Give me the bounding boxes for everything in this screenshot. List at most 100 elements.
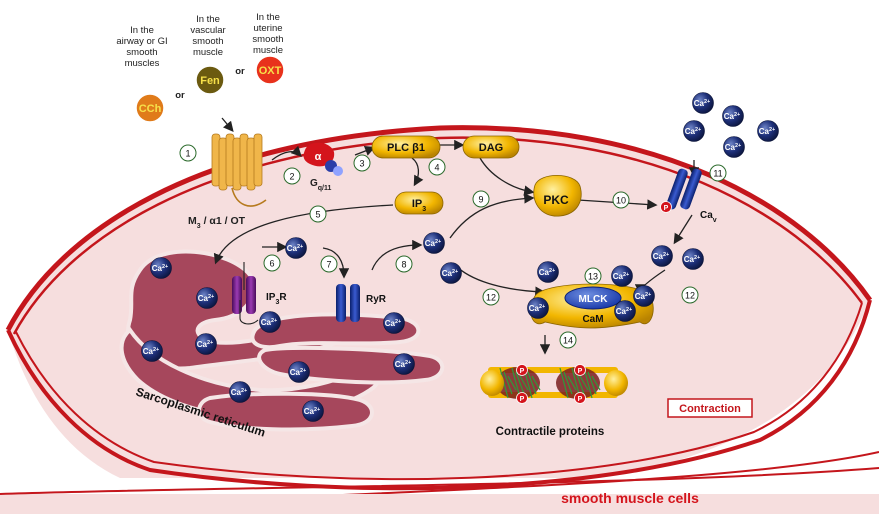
dag: DAG <box>462 135 520 159</box>
cell-membrane-outer <box>5 125 873 332</box>
calcium-label: Ca2+ <box>261 318 278 327</box>
calcium-ion: Ca2+ <box>611 265 633 287</box>
ip3r-label: IP3R <box>266 292 287 306</box>
step-marker: 12 <box>681 286 699 304</box>
step-number: 6 <box>269 259 274 269</box>
phospho-mark: P <box>574 364 586 376</box>
pathway-arrows <box>213 117 700 355</box>
step-number: 1 <box>185 149 190 159</box>
or-label: or <box>235 66 245 77</box>
step-number: 13 <box>588 272 598 282</box>
step-marker: 14 <box>559 331 577 349</box>
calcium-ion: Ca2+ <box>722 105 744 127</box>
step-marker: 2 <box>283 167 301 185</box>
calcium-ion: Ca2+ <box>537 261 559 283</box>
calcium-ion: Ca2+ <box>285 237 307 259</box>
cell-membrane-lower <box>6 299 872 491</box>
plc-beta1-label: PLC β1 <box>387 142 425 154</box>
gpcr-receptor <box>211 133 267 207</box>
calcium-label: Ca2+ <box>425 239 442 248</box>
ip3r-channel <box>232 262 259 325</box>
pkc: PKC <box>533 174 582 217</box>
calcium-ion: Ca2+ <box>288 361 310 383</box>
step-marker: 9 <box>472 190 490 208</box>
calcium-label: Ca2+ <box>197 340 214 349</box>
calcium-label: Ca2+ <box>143 347 160 356</box>
calcium-ion: Ca2+ <box>614 300 636 322</box>
cav-label: Cav <box>700 210 717 224</box>
step-marker: 10 <box>612 191 630 209</box>
calcium-label: Ca2+ <box>287 244 304 253</box>
calcium-ion: Ca2+ <box>229 381 251 403</box>
calcium-label: Ca2+ <box>724 112 741 121</box>
g-alpha-label: α <box>315 151 322 163</box>
pkc-label: PKC <box>543 193 569 207</box>
ligand-label: CCh <box>139 103 162 115</box>
calcium-label: Ca2+ <box>725 143 742 152</box>
neighbor-cell <box>0 494 879 514</box>
ligand-label: OXT <box>259 65 282 77</box>
calcium-ion: Ca2+ <box>527 297 549 319</box>
step-number: 4 <box>434 163 439 173</box>
step-marker: 11 <box>709 164 727 182</box>
phospho-label: P <box>664 205 669 212</box>
calcium-label: Ca2+ <box>759 127 776 136</box>
step-number: 2 <box>289 172 294 182</box>
phospho-label: P <box>520 368 525 375</box>
calcium-label: Ca2+ <box>290 368 307 377</box>
calcium-label: Ca2+ <box>231 388 248 397</box>
phospho-mark: P <box>660 201 672 213</box>
ligand-context-text: muscle <box>193 47 223 58</box>
g-protein-label: Gq/11 <box>310 178 332 192</box>
calcium-ion: Ca2+ <box>393 353 415 375</box>
calcium-label: Ca2+ <box>694 99 711 108</box>
mlck-label: MLCK <box>579 294 609 305</box>
or-label: or <box>175 90 185 101</box>
calcium-label: Ca2+ <box>685 127 702 136</box>
step-marker: 4 <box>428 158 446 176</box>
ligand-context-text: smooth <box>126 47 157 58</box>
step-marker: 8 <box>395 255 413 273</box>
calcium-ion: Ca2+ <box>651 245 673 267</box>
calcium-label: Ca2+ <box>613 272 630 281</box>
ligand-context-text: uterine <box>253 23 282 34</box>
calcium-ion: Ca2+ <box>150 257 172 279</box>
calcium-ion: Ca2+ <box>141 340 163 362</box>
dag-label: DAG <box>479 142 503 154</box>
calcium-label: Ca2+ <box>684 255 701 264</box>
calcium-ion: Ca2+ <box>692 92 714 114</box>
calcium-label: Ca2+ <box>395 360 412 369</box>
step-number: 14 <box>563 336 573 346</box>
calcium-label: Ca2+ <box>616 307 633 316</box>
calcium-ion: Ca2+ <box>302 400 324 422</box>
ip3-label: IP3 <box>412 198 426 213</box>
calcium-label: Ca2+ <box>442 269 459 278</box>
calcium-ion: Ca2+ <box>383 312 405 334</box>
cell-membrane-lower-inner <box>15 302 863 481</box>
step-number: 7 <box>326 260 331 270</box>
cav-channel <box>666 168 702 210</box>
calcium-ion: Ca2+ <box>682 248 704 270</box>
step-marker: 5 <box>309 205 327 223</box>
calcium-label: Ca2+ <box>385 319 402 328</box>
contractile-label: Contractile proteins <box>496 426 605 438</box>
cell-label: smooth muscle cells <box>561 490 699 506</box>
step-marker: 3 <box>353 154 371 172</box>
cell-membrane-inner <box>12 136 864 335</box>
step-number: 11 <box>713 169 722 179</box>
calcium-ion: Ca2+ <box>259 311 281 333</box>
calcium-label: Ca2+ <box>529 304 546 313</box>
calcium-label: Ca2+ <box>635 292 652 301</box>
calcium-ion: Ca2+ <box>423 232 445 254</box>
calcium-ion: Ca2+ <box>195 333 217 355</box>
ligand-context-text: muscle <box>253 45 283 56</box>
step-number: 12 <box>486 293 496 303</box>
g-protein: αGq/11 <box>303 142 343 192</box>
phospho-label: P <box>578 368 583 375</box>
ligand-context-text: muscles <box>125 58 160 69</box>
ligand-context-text: In the <box>256 12 280 23</box>
